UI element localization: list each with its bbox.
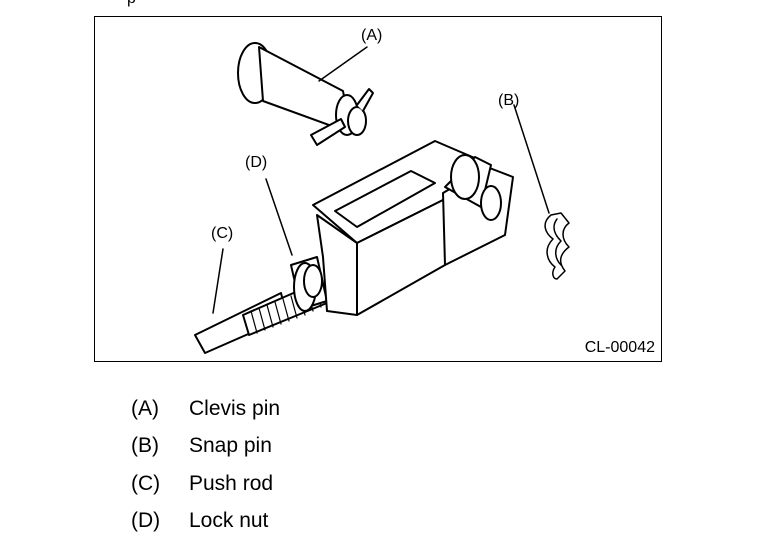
- legend-name: Clevis pin: [189, 396, 281, 420]
- legend-key: (B): [131, 434, 159, 458]
- figure-code: CL-00042: [584, 339, 655, 356]
- legend-key: (C): [131, 471, 161, 495]
- legend-name: Lock nut: [189, 509, 269, 533]
- legend-name: Snap pin: [189, 434, 272, 458]
- legend-item: (A) Clevis pin: [131, 390, 280, 428]
- callout-b: (B): [498, 92, 520, 109]
- legend-key: (D): [131, 509, 161, 533]
- callout-c: (C): [211, 225, 234, 242]
- snap-pin: [544, 212, 570, 280]
- figure-frame: (A) (B) (D) (C) CL-00042: [94, 16, 662, 362]
- legend-item: (B) Snap pin: [131, 428, 280, 466]
- callout-a: (A): [361, 27, 383, 44]
- legend-key: (A): [131, 396, 159, 420]
- lock-nut: [290, 256, 328, 312]
- exploded-view-illustration: [194, 42, 570, 354]
- parts-legend: (A) Clevis pin (B) Snap pin (C) Push rod…: [131, 390, 280, 540]
- legend-item: (D) Lock nut: [131, 503, 280, 541]
- clevis-pin: [237, 42, 374, 146]
- legend-name: Push rod: [189, 471, 274, 495]
- callout-d: (D): [245, 154, 268, 171]
- cropped-heading-glyph: p: [127, 0, 136, 7]
- leader-lines: [212, 46, 550, 314]
- clevis-yoke: [312, 140, 514, 316]
- legend-item: (C) Push rod: [131, 465, 280, 503]
